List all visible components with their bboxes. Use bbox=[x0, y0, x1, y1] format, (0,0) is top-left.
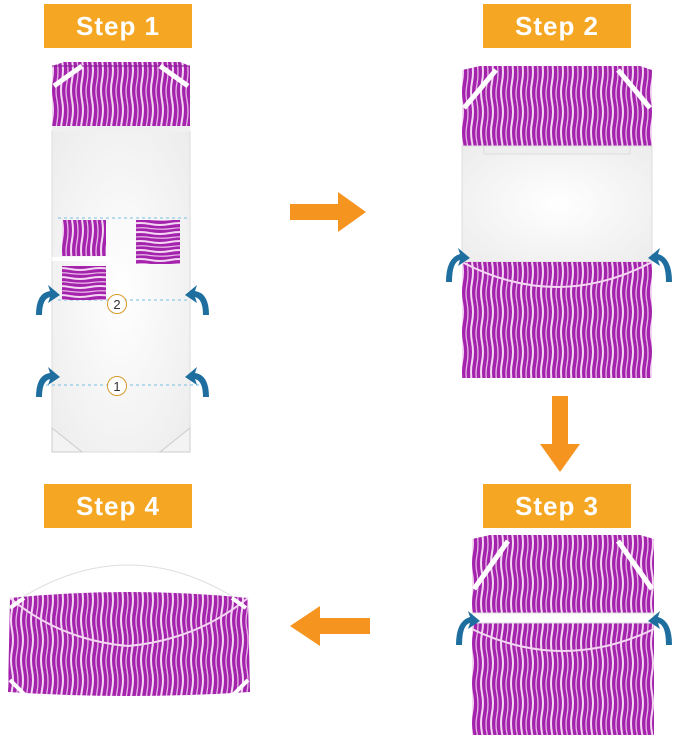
fold-marker-2: 2 bbox=[107, 294, 127, 314]
fold-arrow-icon bbox=[456, 611, 480, 645]
fold-arrow-icon bbox=[648, 611, 672, 645]
step-3-label: Step 3 bbox=[483, 484, 631, 528]
fold-arrow-icon bbox=[36, 285, 60, 315]
fold-arrow-icon bbox=[446, 248, 470, 282]
right-arrow-icon bbox=[290, 192, 366, 232]
step-1-illustration: 2 1 bbox=[30, 60, 210, 460]
step-1-label: Step 1 bbox=[44, 4, 192, 48]
step-2-illustration bbox=[440, 62, 679, 382]
step-4-label: Step 4 bbox=[44, 484, 192, 528]
step-4-illustration bbox=[0, 550, 256, 700]
fold-arrow-icon bbox=[185, 285, 209, 315]
step-1-fold-arrows bbox=[36, 285, 209, 397]
step-3-illustration bbox=[450, 533, 679, 738]
down-arrow-icon bbox=[540, 396, 580, 472]
fold-arrow-icon bbox=[185, 367, 209, 397]
fold-arrow-icon bbox=[648, 248, 672, 282]
step-2-label: Step 2 bbox=[483, 4, 631, 48]
fold-arrow-icon bbox=[36, 367, 60, 397]
fold-marker-1: 1 bbox=[107, 376, 127, 396]
left-arrow-icon bbox=[290, 606, 370, 646]
